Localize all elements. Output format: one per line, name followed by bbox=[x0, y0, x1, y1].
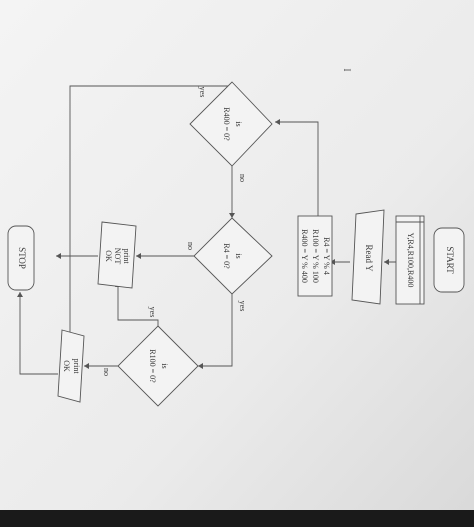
decision-r4: is R4 = 0? bbox=[193, 217, 273, 295]
label-r4-no: no bbox=[186, 242, 195, 250]
svg-text:is: is bbox=[234, 121, 243, 126]
label-r4-yes: yes bbox=[238, 301, 247, 312]
svg-text:R400 = Y % 400: R400 = Y % 400 bbox=[300, 229, 309, 283]
label-r100-yes: yes bbox=[148, 307, 157, 318]
svg-text:print: print bbox=[122, 248, 131, 264]
print-not-ok: print NOT OK bbox=[97, 221, 137, 289]
svg-text:OK: OK bbox=[104, 250, 113, 262]
stray-mark: I bbox=[342, 69, 352, 72]
declare-box: Y,R4,R100,R400 bbox=[395, 215, 425, 305]
stop-terminal: STOP bbox=[7, 225, 35, 291]
label-r400-yes: yes bbox=[198, 87, 207, 98]
svg-text:Read Y: Read Y bbox=[364, 245, 374, 272]
svg-text:is: is bbox=[160, 363, 169, 368]
bottom-dark-edge bbox=[0, 510, 474, 527]
label-r400-no: no bbox=[238, 174, 247, 182]
svg-text:is: is bbox=[234, 253, 243, 258]
svg-text:STOP: STOP bbox=[17, 247, 27, 269]
svg-text:R100 = Y % 100: R100 = Y % 100 bbox=[311, 229, 320, 283]
svg-text:NOT: NOT bbox=[113, 248, 122, 265]
svg-text:R100 = 0?: R100 = 0? bbox=[148, 349, 157, 383]
start-terminal: START bbox=[433, 227, 465, 293]
print-ok: print OK bbox=[57, 329, 85, 403]
connectors bbox=[19, 85, 411, 375]
svg-text:print: print bbox=[72, 358, 81, 374]
svg-text:R400 = 0?: R400 = 0? bbox=[222, 107, 231, 141]
svg-text:OK: OK bbox=[62, 360, 71, 372]
svg-text:R4 = Y % 4: R4 = Y % 4 bbox=[322, 237, 331, 275]
svg-text:START: START bbox=[445, 246, 455, 274]
svg-text:Y,R4,R100,R400: Y,R4,R100,R400 bbox=[406, 233, 415, 288]
label-r100-no: no bbox=[102, 368, 111, 376]
compute-box: R4 = Y % 4 R100 = Y % 100 R400 = Y % 400 bbox=[297, 215, 333, 297]
svg-text:R4 = 0?: R4 = 0? bbox=[222, 243, 231, 269]
read-input: Read Y bbox=[351, 209, 385, 305]
decision-r400: is R400 = 0? bbox=[189, 81, 273, 167]
decision-r100: is R100 = 0? bbox=[117, 325, 199, 407]
